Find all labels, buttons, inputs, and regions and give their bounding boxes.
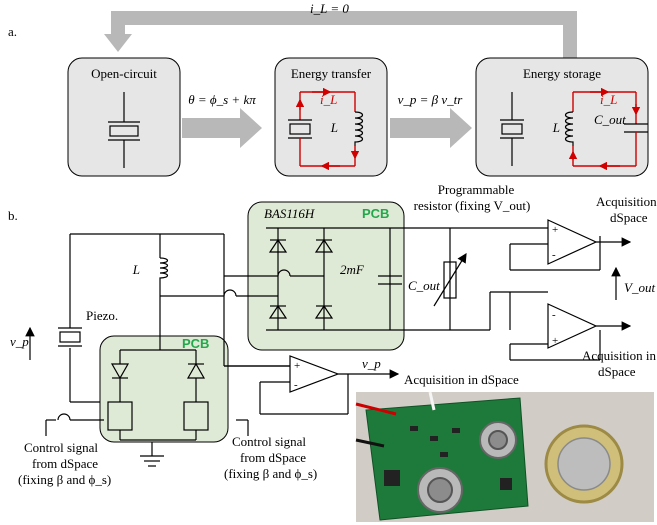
control-left-1: Control signal <box>24 440 98 455</box>
control-right-3: (fixing β and ϕ_s) <box>224 466 317 481</box>
state-energy-storage: Energy storage i_L L C_out <box>475 57 649 177</box>
transition-1-label: θ = ϕ_s + kπ <box>188 92 256 107</box>
state-title-energy-storage: Energy storage <box>523 66 601 81</box>
inductor-label-b: L <box>132 262 140 277</box>
transition-arrow-1 <box>182 108 262 148</box>
diode-part-label: BAS116H <box>264 206 315 221</box>
part-a-label: a. <box>8 24 17 39</box>
control-left-2: from dSpace <box>32 456 98 471</box>
opamp-bottom: - + <box>547 303 632 349</box>
acq-vp-label: Acquisition in dSpace <box>404 372 519 387</box>
svg-text:+: + <box>294 360 300 372</box>
opamp-top: + - <box>547 219 632 265</box>
current-label-transfer: i_L <box>320 92 337 107</box>
state-title-open-circuit: Open-circuit <box>91 66 157 81</box>
current-label-storage: i_L <box>600 92 617 107</box>
svg-text:-: - <box>552 249 556 261</box>
vout-label: V_out <box>624 280 655 295</box>
state-open-circuit: Open-circuit <box>67 57 181 177</box>
diode-bridge <box>268 238 334 319</box>
acq-bottom-line2: dSpace <box>598 364 636 379</box>
piezo-element <box>58 327 82 347</box>
acq-top-line2: dSpace <box>610 210 648 225</box>
control-right-1: Control signal <box>232 434 306 449</box>
part-b-label: b. <box>8 208 18 223</box>
feedback-equation: i_L = 0 <box>310 1 349 16</box>
vp-label-left: v_p <box>10 334 29 349</box>
piezo-label: Piezo. <box>86 308 118 323</box>
pcb-photo <box>355 391 654 522</box>
svg-text:+: + <box>552 335 558 347</box>
inductor-label-storage: L <box>552 120 560 135</box>
prog-resistor-line2: resistor (fixing V_out) <box>414 198 531 213</box>
acq-top-line1: Acquisition in <box>596 194 657 209</box>
control-right-2: from dSpace <box>240 450 306 465</box>
svg-text:+: + <box>552 224 558 236</box>
pcb-switch-region <box>99 335 229 443</box>
control-left-3: (fixing β and ϕ_s) <box>18 472 111 487</box>
cap-value-label: 2mF <box>340 262 365 277</box>
transition-arrow-2 <box>390 108 472 148</box>
svg-text:-: - <box>294 379 298 391</box>
opamp-vp: + - <box>289 355 400 393</box>
cout-label: C_out <box>408 278 440 293</box>
programmable-resistor <box>433 252 467 307</box>
prog-resistor-line1: Programmable <box>438 182 515 197</box>
feedback-arrow <box>104 11 577 58</box>
switch-circuit <box>107 349 209 441</box>
state-title-energy-transfer: Energy transfer <box>291 66 372 81</box>
inductor-label-transfer: L <box>330 120 338 135</box>
capacitor-label-storage: C_out <box>594 112 626 127</box>
pcb-label-bottom: PCB <box>182 336 209 351</box>
svg-text:-: - <box>552 309 556 321</box>
acq-bottom-line1: Acquisition in <box>582 348 657 363</box>
vp-label-right: v_p <box>362 356 381 371</box>
state-energy-transfer: Energy transfer i_L L <box>274 57 388 177</box>
transition-2-label: v_p = β v_tr <box>398 92 464 107</box>
pcb-label-top: PCB <box>362 206 389 221</box>
